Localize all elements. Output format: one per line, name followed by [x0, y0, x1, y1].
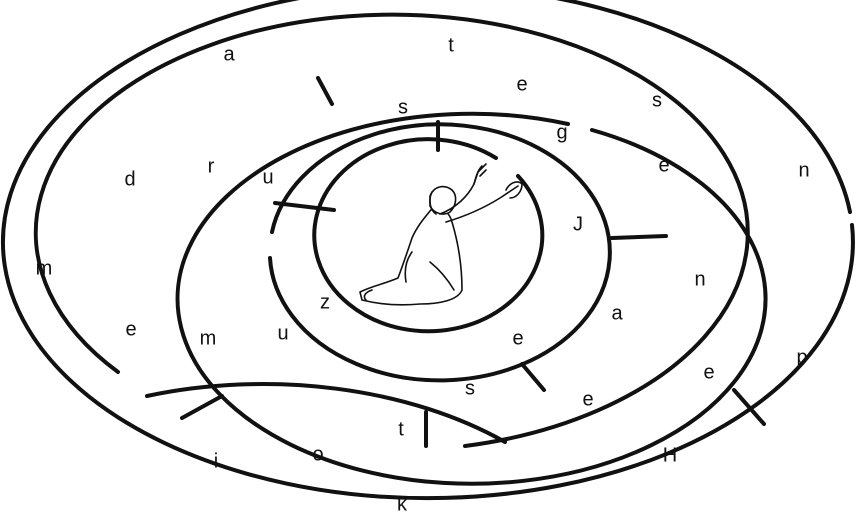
letter-t-outer-top: t: [448, 34, 454, 56]
wall-bottom-left: [182, 396, 222, 418]
letter-n-ring3-right: n: [694, 268, 705, 290]
letter-e-ring3-right: e: [658, 154, 669, 176]
letter-e-ring2-top: e: [516, 73, 527, 95]
letter-H-outer-bottom-right: H: [663, 444, 677, 466]
letter-z-inner-left: z: [320, 291, 330, 313]
letter-u-ring4-lower-left: u: [277, 322, 288, 344]
letter-e-ring2-right: e: [703, 361, 714, 383]
kneeling-praying-man-icon: [360, 164, 522, 305]
letter-a-ring4-right: a: [611, 302, 623, 324]
letter-u-ring4-left: u: [262, 166, 273, 188]
letter-g-ring3-top-right: g: [556, 121, 567, 143]
letter-m-outer-left: m: [36, 257, 53, 279]
maze-ring-2: [36, 15, 748, 446]
letter-t-ring2-bottom: t: [398, 418, 404, 440]
letter-m-ring3-lower-left: m: [200, 327, 217, 349]
letter-i-outer-bottom-left: i: [214, 450, 218, 472]
letter-J-ring4-right: J: [573, 213, 583, 235]
wall-top-left: [318, 78, 332, 104]
letter-s-ring3-bottom: s: [465, 377, 475, 399]
letter-p-outer-right: p: [796, 346, 807, 368]
letter-k-outer-bottom: k: [397, 493, 408, 515]
wall-right: [612, 236, 666, 238]
letter-s-ring3-top: s: [398, 96, 408, 118]
letter-n-outer-right: n: [798, 159, 809, 181]
letter-e-ring4-bottom: e: [512, 327, 523, 349]
letter-o-ring2-bottom: o: [312, 443, 323, 465]
letter-e-ring2-left: e: [125, 318, 136, 340]
letter-r-ring3-left: r: [208, 155, 215, 177]
letter-d-ring2-left: d: [124, 168, 135, 190]
wall-inner-left: [275, 203, 334, 210]
letter-a-outer-top-left: a: [223, 43, 235, 65]
letter-s-ring2-top-right: s: [652, 89, 662, 111]
wall-lower-center: [522, 364, 544, 390]
maze-ring-2b: [147, 384, 505, 442]
letter-e-ring3-bottom-right: e: [582, 388, 593, 410]
